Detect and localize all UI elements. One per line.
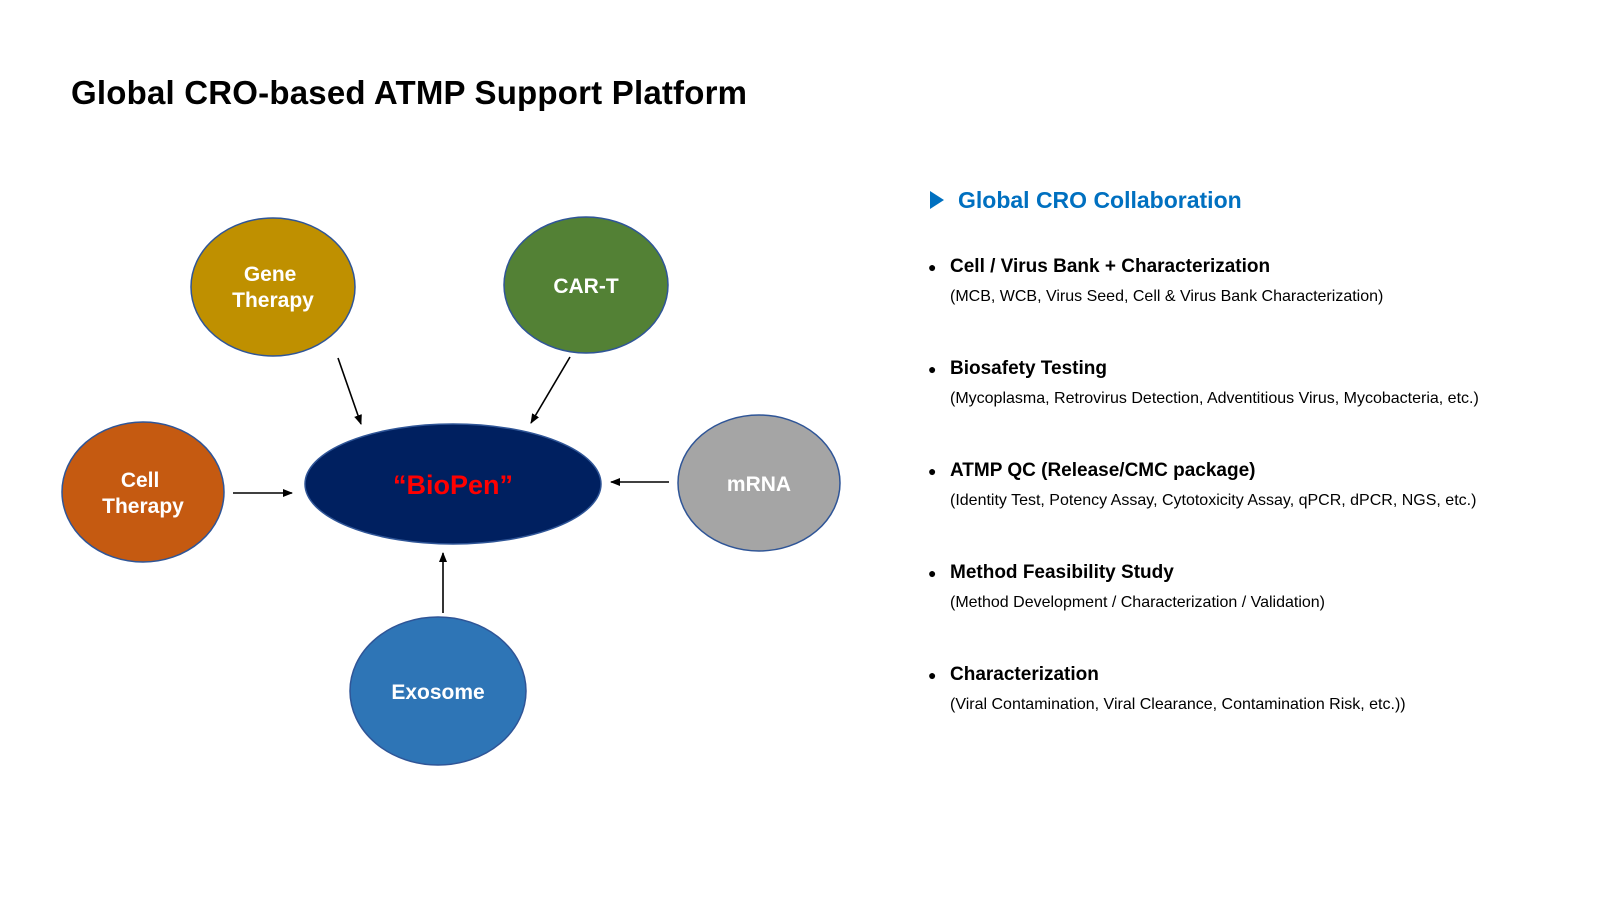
service-title: Cell / Virus Bank + Characterization <box>950 256 1271 277</box>
service-list: ● Cell / Virus Bank + Characterization (… <box>928 254 1568 764</box>
svg-text:Cell Therapy: Cell Therapy <box>102 469 184 518</box>
service-title: Characterization <box>950 664 1099 685</box>
node-cell-therapy-label-line2: Therapy <box>102 495 184 518</box>
node-exosome-label: Exosome <box>391 681 484 704</box>
list-item: ● ATMP QC (Release/CMC package) (Identit… <box>928 458 1568 560</box>
list-item: ● Method Feasibility Study (Method Devel… <box>928 560 1568 662</box>
node-mrna: mRNA <box>677 414 841 552</box>
service-description: (Viral Contamination, Viral Clearance, C… <box>950 696 1406 713</box>
node-gene-therapy-label-line2: Therapy <box>232 289 314 312</box>
node-cell-therapy-label-line1: Cell <box>121 469 160 492</box>
service-title: ATMP QC (Release/CMC package) <box>950 460 1256 481</box>
bullet-icon: ● <box>928 463 937 479</box>
panel-header-text: Global CRO Collaboration <box>958 186 1242 213</box>
panel-header: Global CRO Collaboration <box>928 182 1568 218</box>
arrow-gene-therapy-to-hub <box>337 357 362 425</box>
bullet-icon: ● <box>928 667 937 683</box>
hub-label: “BioPen” <box>393 470 513 500</box>
svg-text:Gene Therapy: Gene Therapy <box>232 263 314 312</box>
service-title: Biosafety Testing <box>950 358 1107 379</box>
service-description: (Identity Test, Potency Assay, Cytotoxic… <box>950 492 1477 509</box>
list-item: ● Characterization (Viral Contamination,… <box>928 662 1568 764</box>
node-car-t: CAR-T <box>503 216 669 354</box>
bullet-icon: ● <box>928 259 937 275</box>
node-exosome: Exosome <box>349 616 527 766</box>
service-description: (MCB, WCB, Virus Seed, Cell & Virus Bank… <box>950 288 1384 305</box>
triangle-right-icon <box>930 191 944 209</box>
node-car-t-label: CAR-T <box>553 275 618 298</box>
service-description: (Mycoplasma, Retrovirus Detection, Adven… <box>950 390 1479 407</box>
node-mrna-label: mRNA <box>727 473 791 496</box>
list-item: ● Cell / Virus Bank + Characterization (… <box>928 254 1568 356</box>
service-title: Method Feasibility Study <box>950 562 1174 583</box>
list-item: ● Biosafety Testing (Mycoplasma, Retrovi… <box>928 356 1568 458</box>
bullet-icon: ● <box>928 361 937 377</box>
platform-diagram: “BioPen” Gene Therapy CAR-T Cell Therapy… <box>61 216 841 766</box>
arrow-car-t-to-hub <box>530 356 571 424</box>
node-cell-therapy: Cell Therapy <box>61 421 225 563</box>
hub-biopen: “BioPen” <box>304 423 602 545</box>
collaboration-panel: Global CRO Collaboration ● Cell / Virus … <box>928 182 1568 764</box>
bullet-icon: ● <box>928 565 937 581</box>
service-description: (Method Development / Characterization /… <box>950 594 1325 611</box>
page-title: Global CRO-based ATMP Support Platform <box>71 74 748 111</box>
node-gene-therapy-label-line1: Gene <box>244 263 297 286</box>
node-gene-therapy: Gene Therapy <box>190 217 356 357</box>
